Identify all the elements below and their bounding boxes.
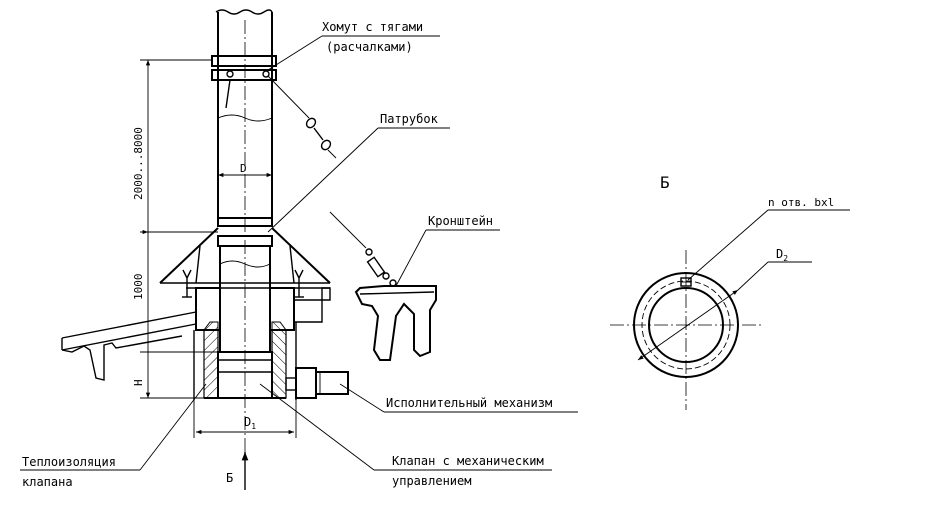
label-valve-2: управлением [392,474,471,488]
dimension-texts: 2000...8000 1000 H D D1 Б [132,127,256,485]
view-arrow-label: Б [226,471,233,485]
section-title: Б [660,173,670,192]
callout-labels: Хомут с тягами (расчалками) Патрубок Кро… [22,20,552,489]
actuator-unit [285,367,349,399]
dim-diameter: D [240,162,247,175]
bracket-profile [354,285,437,361]
roof-base [61,287,331,381]
dimension-lines [140,59,297,490]
leader-lines [20,35,578,471]
label-flange-diameter: D2 [776,247,788,263]
main-pipe [215,9,273,490]
valve-assembly [193,321,297,400]
flange-view: Б n отв. bxl D2 [610,173,850,410]
label-holes: n отв. bxl [768,196,834,209]
dim-diameter-valve: D1 [244,415,256,431]
label-actuator: Исполнительный механизм [386,396,552,410]
label-valve-1: Клапан с механическим [392,454,544,468]
clamp-ring [211,55,337,159]
label-bracket: Кронштейн [428,214,493,228]
dim-valve-height: H [132,379,145,386]
label-insulation-1: Теплоизоляция [22,455,116,469]
cone-hood [159,217,331,298]
dim-height-upper: 2000...8000 [132,127,145,200]
dim-height-lower: 1000 [132,274,145,301]
label-insulation-2: клапана [22,475,73,489]
label-clamp-1: Хомут с тягами [322,20,423,34]
label-pipe: Патрубок [380,112,439,126]
bracket-wire [329,211,397,287]
label-clamp-2: (расчалками) [326,40,413,54]
